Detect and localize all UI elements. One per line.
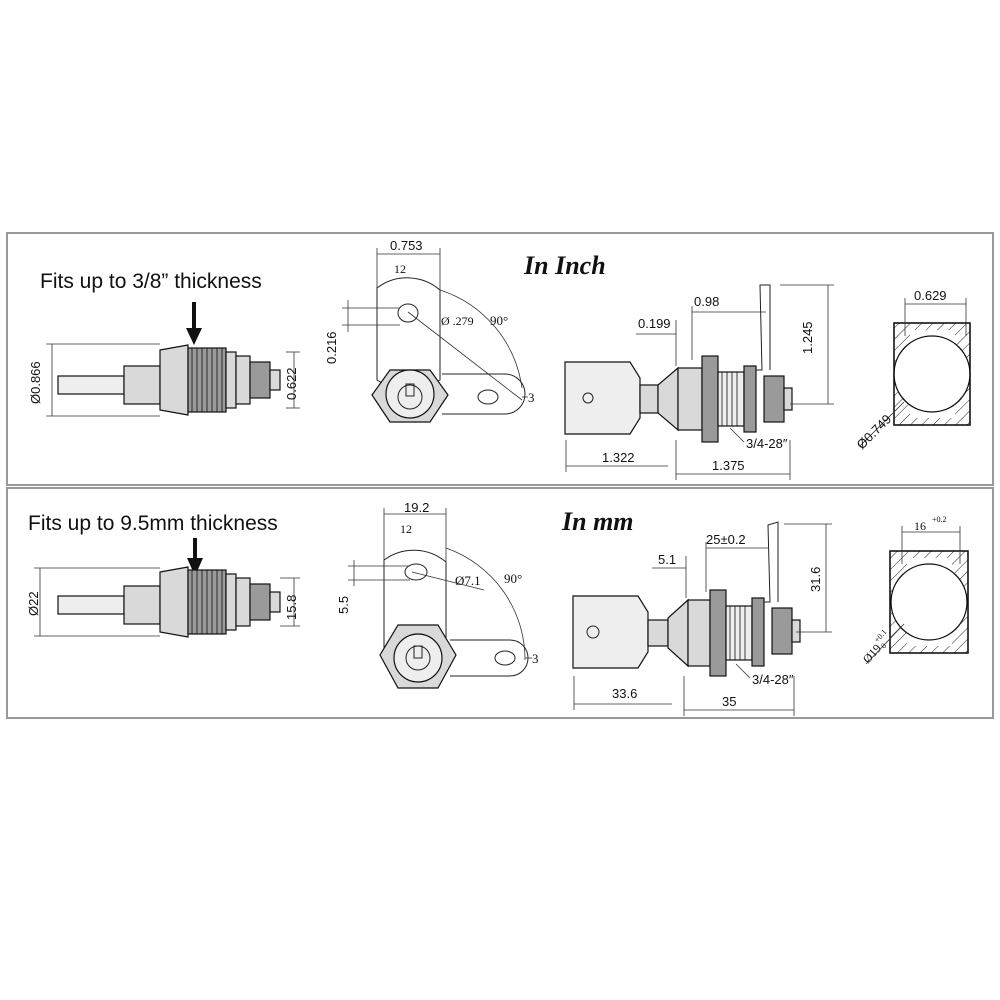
inch-front-offset: 0.216 [324, 331, 339, 364]
mm-front-view [348, 508, 532, 689]
inch-side-view [46, 343, 300, 417]
inch-side-dia: Ø0.866 [28, 361, 43, 404]
mm-fit-note: Fits up to 9.5mm thickness [28, 512, 278, 535]
inch-front-3: 3 [528, 390, 535, 405]
inch-thread: 3/4-28″ [746, 436, 788, 451]
inch-title: In Inch [523, 251, 606, 280]
mm-cam-35: 35 [722, 694, 736, 709]
mm-cut-width: 16 [914, 519, 926, 533]
inch-cut-dia: Ø0.749 [854, 411, 895, 452]
inch-cutout [859, 298, 971, 447]
inch-side-nut: 0.622 [284, 367, 299, 400]
inch-thickness-arrow [186, 302, 202, 345]
mm-cut-dia-tol-bot: 0 [879, 641, 888, 650]
mm-front-width: 19.2 [404, 500, 429, 515]
mm-panel [6, 487, 994, 719]
inch-cam-0199: 0.199 [638, 316, 671, 331]
inch-cam-1245: 1.245 [800, 321, 815, 354]
inch-panel [6, 232, 994, 486]
mm-cam-316: 31.6 [808, 567, 823, 592]
inch-cam-1375: 1.375 [712, 458, 745, 473]
mm-front-hole: Ø7.1 [455, 573, 481, 588]
mm-front-3: 3 [532, 651, 539, 666]
mm-front-offset: 5.5 [336, 596, 351, 614]
inch-section: In Inch Fits up to 3/8” thickness [28, 238, 971, 480]
inch-cam-098: 0.98 [694, 294, 719, 309]
mm-thickness-arrow [187, 538, 203, 576]
mm-side-nut: 15.8 [284, 595, 299, 620]
mm-title: In mm [561, 507, 634, 536]
mm-cutout [865, 526, 969, 665]
inch-front-width: 0.753 [390, 238, 423, 253]
mm-cam-view [572, 521, 832, 716]
mm-side-dia: Ø22 [26, 591, 41, 616]
inch-front-view [342, 248, 528, 423]
mm-cam-51: 5.1 [658, 552, 676, 567]
inch-fit-note: Fits up to 3/8” thickness [40, 270, 262, 293]
inch-cam-1322: 1.322 [602, 450, 635, 465]
inch-cut-width: 0.629 [914, 288, 947, 303]
mm-side-view [34, 566, 300, 638]
mm-thread: 3/4-28″ [752, 672, 794, 687]
mm-front-angle: 90° [504, 571, 522, 586]
mm-front-12: 12 [400, 522, 412, 536]
inch-front-hole: Ø .279 [441, 314, 474, 328]
inch-front-12: 12 [394, 262, 406, 276]
mm-section: In mm Fits up to 9.5mm thickness [26, 500, 969, 716]
inch-cam-view [564, 284, 834, 480]
inch-front-angle: 90° [490, 313, 508, 328]
mm-cut-width-tol: +0.2 [932, 515, 947, 524]
mm-cam-25: 25±0.2 [706, 532, 746, 547]
mm-cam-336: 33.6 [612, 686, 637, 701]
